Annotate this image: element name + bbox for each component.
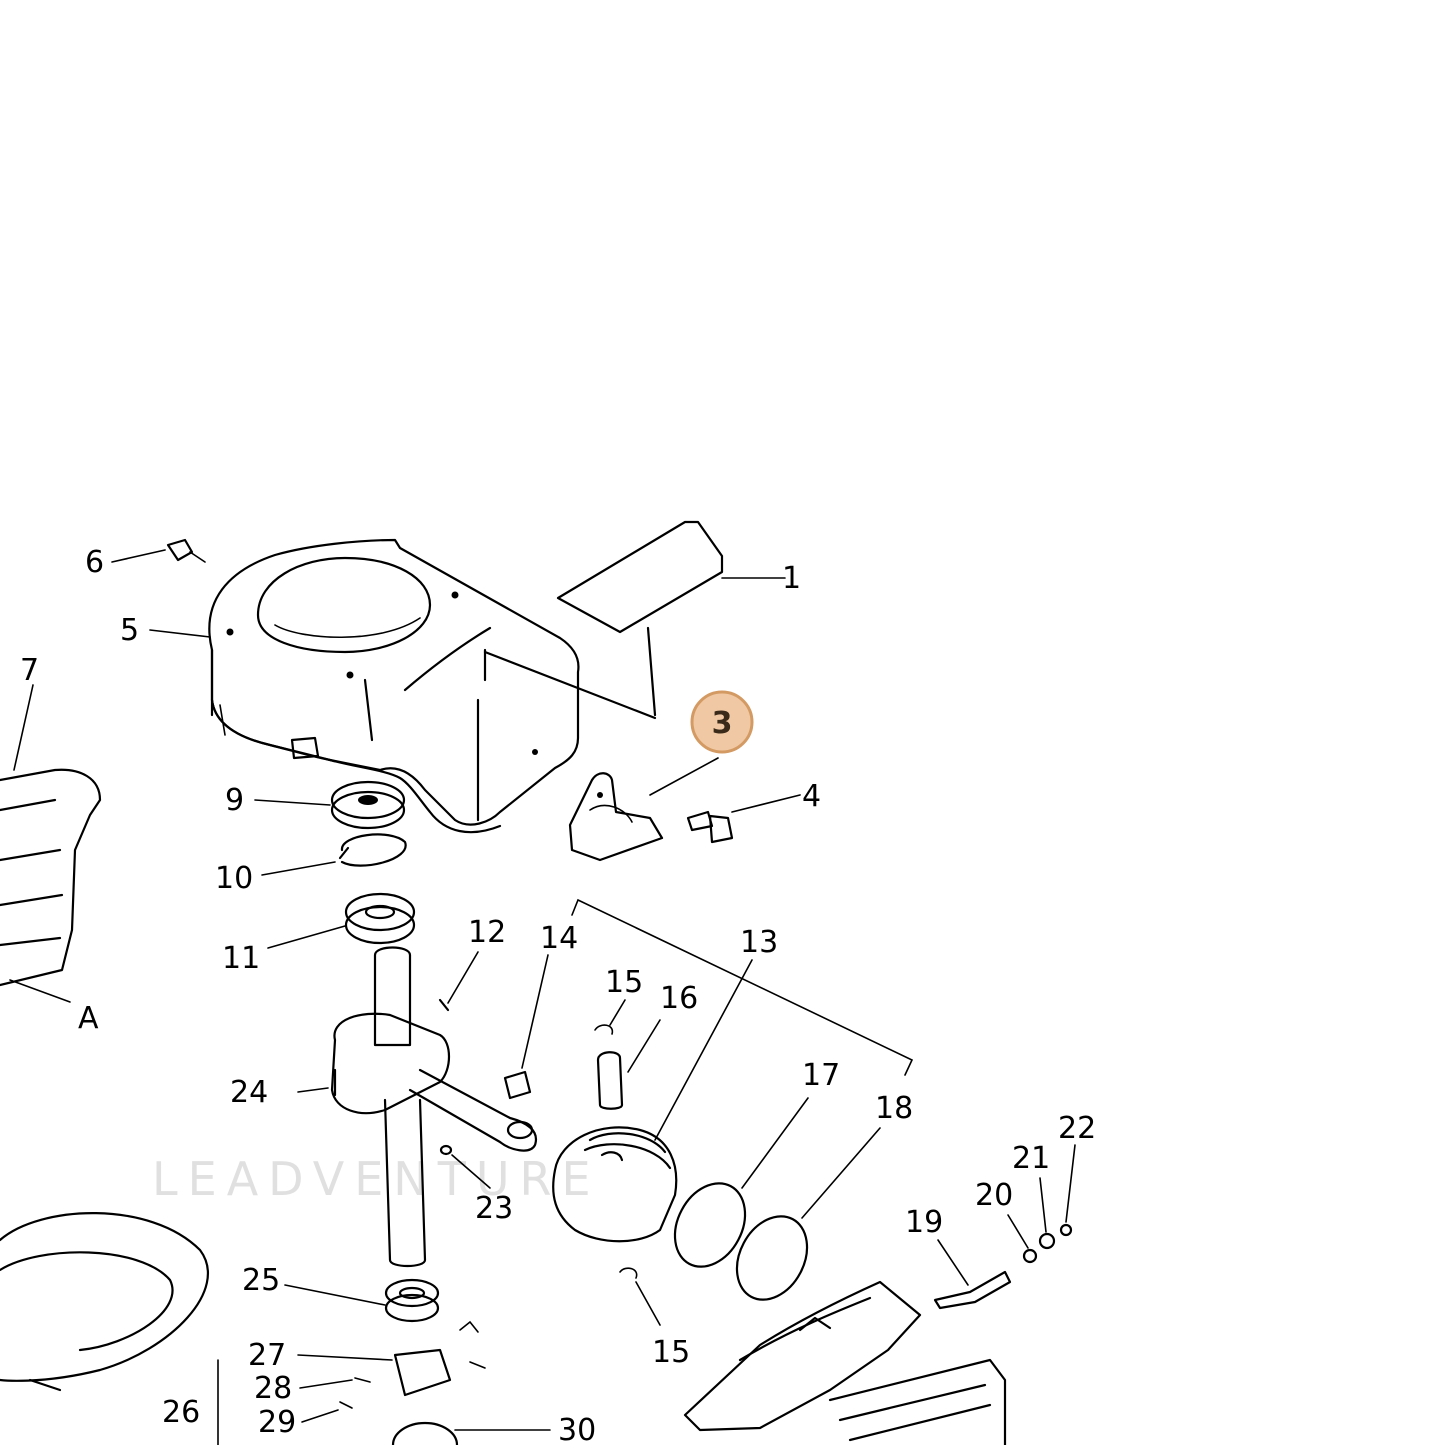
callout-7: 7: [20, 653, 39, 688]
left-partial-drawings: [0, 768, 209, 1392]
callout-21: 21: [1012, 1141, 1050, 1176]
callout-6: 6: [85, 545, 104, 580]
callout-23: 23: [475, 1191, 513, 1226]
callout-4: 4: [802, 779, 821, 814]
callout-27: 27: [248, 1338, 286, 1373]
callout-labels: 1 4 5 6 7 9 10 11 12 13 14 15 16 17 18 1…: [20, 545, 1096, 1445]
callout-20: 20: [975, 1178, 1013, 1213]
leader-lines: [9, 549, 1076, 1431]
highlight-circle[interactable]: [690, 690, 754, 754]
callout-28: 28: [254, 1371, 292, 1406]
callout-19: 19: [905, 1205, 943, 1240]
callout-1: 1: [782, 561, 801, 596]
callout-15-lower: 15: [652, 1335, 690, 1370]
crankshaft-drawing: [330, 946, 538, 1268]
callout-9: 9: [225, 783, 244, 818]
callout-A: A: [78, 1001, 99, 1036]
callout-3[interactable]: 3: [712, 706, 733, 741]
callout-5: 5: [120, 613, 139, 648]
callout-29: 29: [258, 1405, 296, 1440]
bottom-parts-drawing: [217, 1278, 486, 1445]
small-parts-drawing: [933, 1223, 1073, 1310]
bolt-6-drawing: [166, 538, 206, 563]
callout-30: 30: [558, 1413, 596, 1445]
callout-22: 22: [1058, 1111, 1096, 1146]
callout-11: 11: [222, 941, 260, 976]
cylinder-drawing: [683, 1280, 1007, 1445]
bracket-drawing: [568, 772, 734, 862]
callout-26: 26: [162, 1395, 200, 1430]
callout-13: 13: [740, 925, 778, 960]
cover-plate-drawing: [483, 520, 724, 720]
callout-14: 14: [540, 921, 578, 956]
callout-24: 24: [230, 1075, 268, 1110]
watermark-text: LEADVENTURE: [152, 1152, 601, 1206]
callout-16: 16: [660, 981, 698, 1016]
callout-18: 18: [875, 1091, 913, 1126]
callout-12: 12: [468, 915, 506, 950]
washer-stack-drawing: [330, 780, 416, 945]
callout-15-upper: 15: [605, 965, 643, 1000]
callout-17: 17: [802, 1058, 840, 1093]
callout-10: 10: [215, 861, 253, 896]
callout-25: 25: [242, 1263, 280, 1298]
fan-housing-drawing: [208, 538, 580, 834]
piston-assembly-drawing: [503, 1024, 809, 1301]
highlighted-callout-3[interactable]: 3: [690, 690, 754, 754]
